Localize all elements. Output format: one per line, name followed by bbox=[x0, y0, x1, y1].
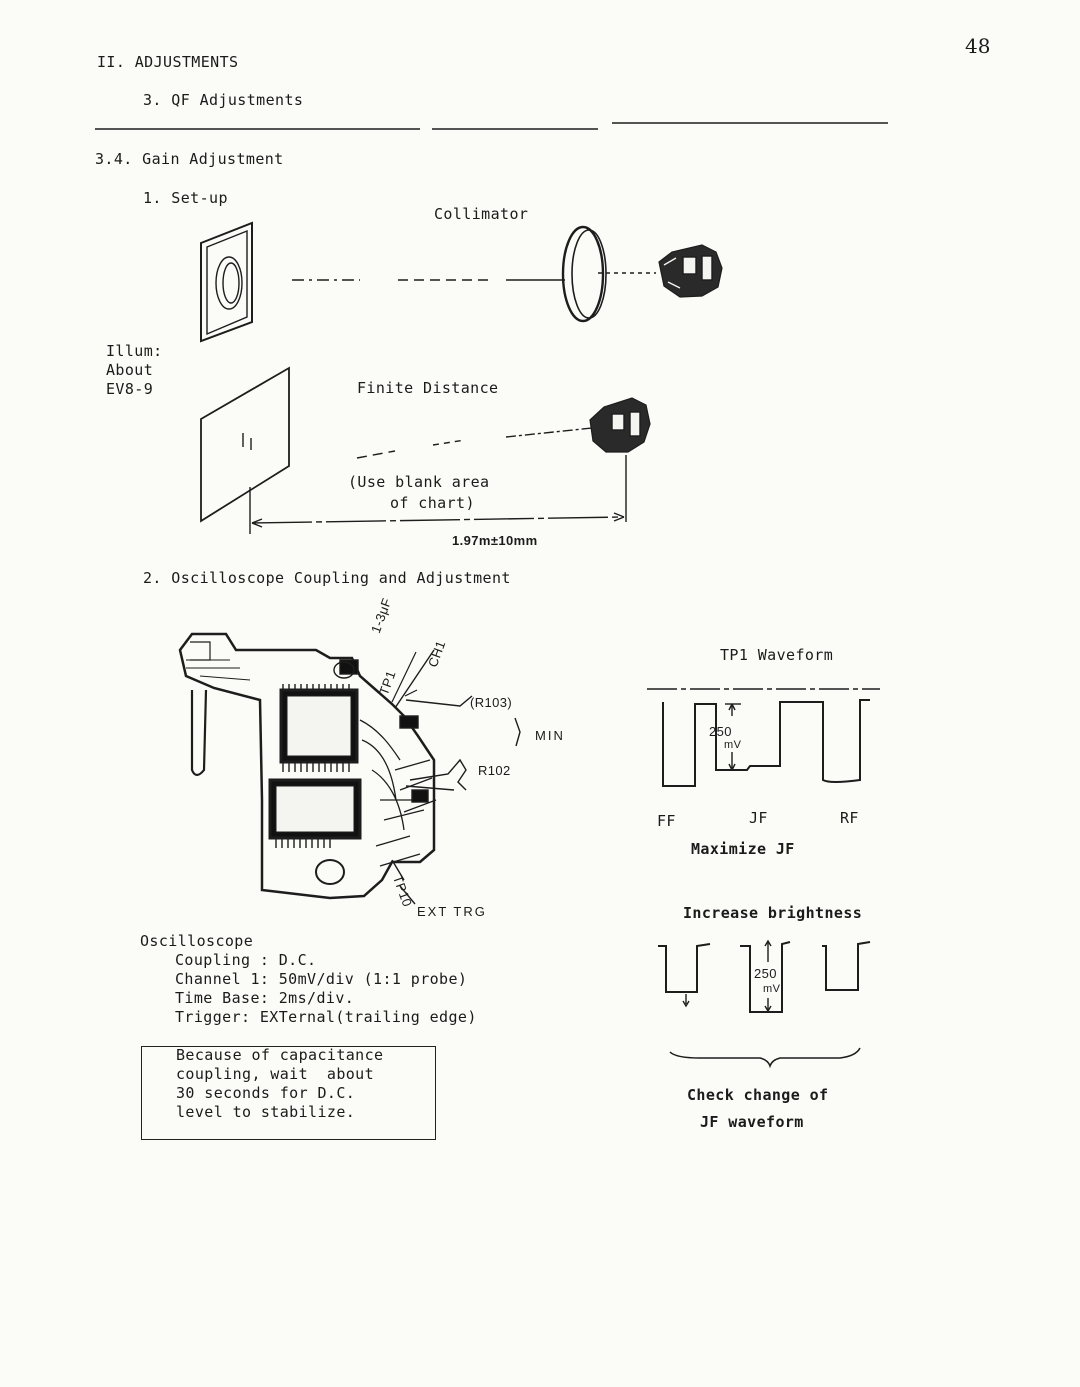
illum-line-1: Illum: bbox=[106, 342, 163, 360]
r103-label: (R103) bbox=[470, 695, 513, 710]
header-rules bbox=[95, 122, 888, 130]
setting-timebase: Time Base: 2ms/div. bbox=[175, 989, 355, 1007]
amplitude-label-bottom: 250 bbox=[754, 966, 777, 981]
note-box bbox=[141, 1046, 436, 1140]
amplitude-label-top: 250 bbox=[709, 724, 732, 739]
setting-channel: Channel 1: 50mV/div (1:1 probe) bbox=[175, 970, 468, 988]
illum-line-3: EV8-9 bbox=[106, 380, 154, 398]
maximize-label: Maximize JF bbox=[691, 840, 795, 858]
test-chart-plate bbox=[200, 221, 253, 343]
subsection-heading: 3.4. Gain Adjustment bbox=[95, 150, 284, 168]
camera-unit-upper bbox=[658, 244, 723, 298]
r102-label: R102 bbox=[478, 763, 511, 778]
camera-unit-lower bbox=[589, 397, 651, 453]
chapter-heading: II. ADJUSTMENTS bbox=[97, 53, 239, 71]
min-label: MIN bbox=[535, 728, 565, 743]
label-ff: FF bbox=[657, 812, 676, 830]
blank-area-line-2: of chart) bbox=[390, 494, 475, 512]
setting-trigger: Trigger: EXTernal(trailing edge) bbox=[175, 1008, 477, 1026]
tp1-waveform-top bbox=[647, 688, 880, 787]
check-line-1: Check change of bbox=[687, 1086, 829, 1104]
unit-label-bottom: mV bbox=[763, 983, 781, 995]
section-heading: 3. QF Adjustments bbox=[143, 91, 304, 109]
distance-label: 1.97m±10mm bbox=[452, 533, 538, 548]
label-rf: RF bbox=[840, 809, 859, 827]
note-line-2: coupling, wait about bbox=[176, 1065, 375, 1083]
blank-area-line-1: (Use blank area bbox=[348, 473, 490, 491]
note-line-3: 30 seconds for D.C. bbox=[176, 1084, 356, 1102]
illum-line-2: About bbox=[106, 361, 154, 379]
page-number: 48 bbox=[965, 34, 991, 58]
note-line-1: Because of capacitance bbox=[176, 1046, 384, 1064]
setup-heading: 1. Set-up bbox=[143, 189, 228, 207]
blank-chart-plate bbox=[200, 366, 290, 523]
oscilloscope-settings-title: Oscilloscope bbox=[140, 932, 254, 950]
collimator-lens bbox=[561, 225, 607, 323]
unit-label-top: mV bbox=[724, 739, 742, 751]
check-line-2: JF waveform bbox=[700, 1113, 804, 1131]
note-line-4: level to stabilize. bbox=[176, 1103, 356, 1121]
waveform-title: TP1 Waveform bbox=[720, 646, 834, 664]
setting-coupling: Coupling : D.C. bbox=[175, 951, 317, 969]
increase-label: Increase brightness bbox=[683, 904, 863, 922]
finite-distance-label: Finite Distance bbox=[357, 379, 499, 397]
brightness-waveform bbox=[658, 939, 871, 1069]
optical-axis-upper bbox=[292, 272, 656, 281]
optical-axis-lower bbox=[356, 427, 593, 459]
label-jf: JF bbox=[749, 809, 768, 827]
ext-trig-label: EXT TRG bbox=[417, 904, 487, 919]
circuit-board bbox=[178, 632, 521, 905]
distance-dimension bbox=[249, 455, 627, 534]
oscilloscope-heading: 2. Oscilloscope Coupling and Adjustment bbox=[143, 569, 511, 587]
collimator-label: Collimator bbox=[434, 205, 529, 223]
